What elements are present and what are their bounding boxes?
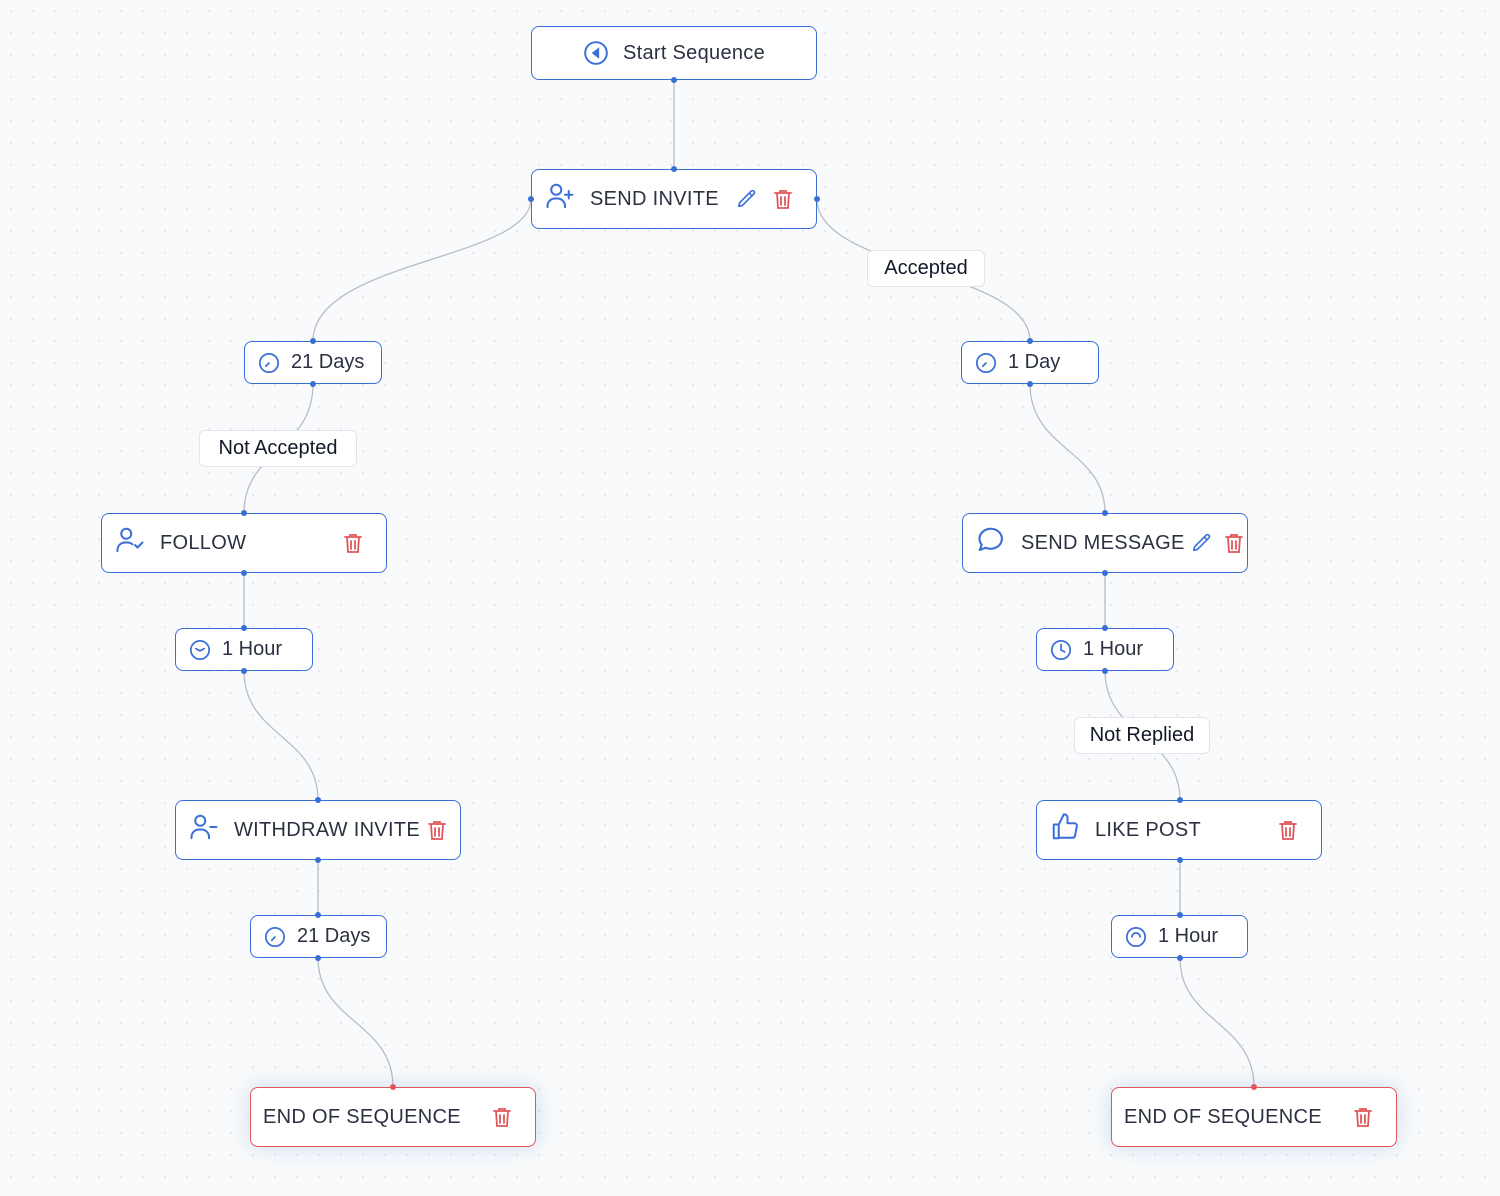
- follow-label: FOLLOW: [160, 531, 247, 554]
- edit-icon[interactable]: [1189, 530, 1215, 556]
- wait-21-days-node[interactable]: 21 Days: [244, 341, 382, 384]
- wait-label: 1 Day: [1008, 351, 1061, 373]
- condition-accepted: Accepted: [867, 250, 985, 287]
- connection-handle[interactable]: [671, 166, 677, 172]
- condition-not-replied: Not Replied: [1074, 717, 1210, 754]
- wait-1-hour-node[interactable]: 1 Hour: [1111, 915, 1248, 958]
- trash-icon[interactable]: [1350, 1104, 1376, 1130]
- wait-1-hour-node[interactable]: 1 Hour: [1036, 628, 1174, 671]
- start-sequence-label: Start Sequence: [622, 41, 766, 64]
- condition-not-accepted: Not Accepted: [199, 430, 357, 467]
- connection-handle[interactable]: [1102, 625, 1108, 631]
- send-invite-node[interactable]: SEND INVITE: [531, 169, 817, 229]
- connection-handle[interactable]: [1027, 338, 1033, 344]
- follow-node[interactable]: FOLLOW: [101, 513, 387, 573]
- connection-handle[interactable]: [310, 381, 316, 387]
- clock-icon: [188, 638, 212, 662]
- send-message-label: SEND MESSAGE: [1021, 531, 1185, 554]
- trash-icon[interactable]: [489, 1104, 515, 1130]
- connection-handle[interactable]: [1251, 1084, 1257, 1090]
- user-plus-icon: [544, 180, 576, 212]
- clock-icon: [1049, 638, 1073, 662]
- end-of-sequence-node[interactable]: END OF SEQUENCE: [1111, 1087, 1397, 1147]
- clock-icon: [257, 351, 281, 375]
- trash-icon[interactable]: [770, 186, 796, 212]
- trash-icon[interactable]: [340, 530, 366, 556]
- edge-1-hour-to-end: [1179, 957, 1255, 1088]
- connection-handle[interactable]: [1027, 381, 1033, 387]
- connection-handle[interactable]: [315, 912, 321, 918]
- wait-label: 1 Hour: [1158, 925, 1219, 947]
- send-invite-label: SEND INVITE: [590, 187, 719, 210]
- connection-handle[interactable]: [241, 510, 247, 516]
- connection-handle[interactable]: [814, 196, 820, 202]
- connection-handle[interactable]: [390, 1084, 396, 1090]
- wait-label: 21 Days: [291, 351, 365, 373]
- wait-label: 1 Hour: [222, 638, 283, 660]
- connection-handle[interactable]: [1102, 510, 1108, 516]
- connection-handle[interactable]: [315, 797, 321, 803]
- connection-handle[interactable]: [1177, 857, 1183, 863]
- connection-handle[interactable]: [671, 77, 677, 83]
- end-of-sequence-label: END OF SEQUENCE: [1124, 1105, 1322, 1128]
- withdraw-invite-node[interactable]: WITHDRAW INVITE: [175, 800, 461, 860]
- clock-icon: [263, 925, 287, 949]
- trash-icon[interactable]: [1221, 530, 1247, 556]
- wait-1-hour-node[interactable]: 1 Hour: [175, 628, 313, 671]
- user-minus-icon: [188, 811, 220, 843]
- wait-21-days-node[interactable]: 21 Days: [250, 915, 387, 958]
- like-post-label: LIKE POST: [1095, 818, 1202, 841]
- connection-handle[interactable]: [310, 338, 316, 344]
- connection-handle[interactable]: [1102, 668, 1108, 674]
- connection-handle[interactable]: [528, 196, 534, 202]
- edge-1-day-to-send-message: [1029, 383, 1106, 514]
- thumbs-up-icon: [1049, 811, 1081, 843]
- wait-label: 1 Hour: [1083, 638, 1144, 660]
- connection-handle[interactable]: [1102, 570, 1108, 576]
- connection-handle[interactable]: [1177, 912, 1183, 918]
- message-circle-icon: [975, 524, 1007, 556]
- edge-send-invite-to-21-days: [312, 198, 532, 342]
- play-circle-icon: [583, 40, 609, 66]
- wait-label: 21 Days: [297, 925, 371, 947]
- trash-icon[interactable]: [1275, 817, 1301, 843]
- wait-1-day-node[interactable]: 1 Day: [961, 341, 1099, 384]
- edge-21-days-to-end: [317, 957, 394, 1088]
- end-of-sequence-label: END OF SEQUENCE: [263, 1105, 461, 1128]
- start-sequence-node[interactable]: Start Sequence: [531, 26, 817, 80]
- connection-handle[interactable]: [241, 668, 247, 674]
- connection-handle[interactable]: [315, 857, 321, 863]
- trash-icon[interactable]: [424, 817, 450, 843]
- connection-handle[interactable]: [241, 625, 247, 631]
- edge-1-hour-to-withdraw: [243, 670, 319, 801]
- connection-handle[interactable]: [315, 955, 321, 961]
- connection-handle[interactable]: [1177, 955, 1183, 961]
- send-message-node[interactable]: SEND MESSAGE: [962, 513, 1248, 573]
- clock-icon: [974, 351, 998, 375]
- connection-handle[interactable]: [1177, 797, 1183, 803]
- like-post-node[interactable]: LIKE POST: [1036, 800, 1322, 860]
- edit-icon[interactable]: [734, 186, 760, 212]
- user-check-icon: [114, 524, 146, 556]
- connection-handle[interactable]: [241, 570, 247, 576]
- end-of-sequence-node[interactable]: END OF SEQUENCE: [250, 1087, 536, 1147]
- withdraw-invite-label: WITHDRAW INVITE: [234, 818, 420, 841]
- clock-icon: [1124, 925, 1148, 949]
